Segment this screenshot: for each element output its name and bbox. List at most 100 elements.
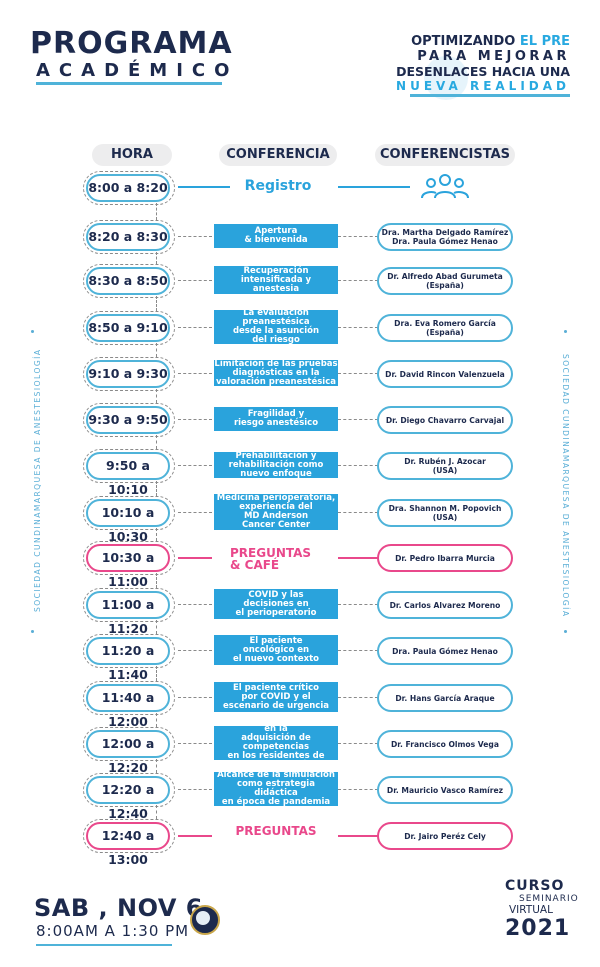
connector-line-left-pink [178,557,212,559]
time-connector [156,759,157,773]
speaker-name: Dr. Rubén J. Azocar(USA) [377,452,513,480]
connector-line-right [338,512,378,513]
column-header-conferencia: CONFERENCIA [219,144,337,166]
session-title-line: rehabilitación como [228,459,324,470]
time-frame [83,634,175,668]
connector-line-left [178,419,212,420]
session-title-line: Recuperación [243,265,309,276]
connector-line-left [178,373,212,374]
course-label: CURSO [505,878,565,894]
connector-line-left [178,465,212,466]
time-connector [156,666,157,681]
virtual-label: VIRTUAL [509,904,553,916]
speaker-name: Dra. Eva Romero García(España) [377,314,513,342]
session-time: 8:30 a 8:50 [86,267,170,295]
speaker-line: (España) [426,281,464,290]
session-title-line: por COVID y el [241,691,311,702]
time-frame [83,403,175,437]
session-time: 10:30 a 11:00 [86,544,170,589]
time-frame [83,311,175,345]
speaker-line: Dr. Carlos Alvarez Moreno [389,600,501,610]
course-badge: CURSO SEMINARIO VIRTUAL 2021 [505,878,578,941]
session-title-line: decisiones en [243,598,309,609]
speaker-line: Dra. Eva Romero García [394,319,496,328]
program-subtitle: ACADÉMICO [36,60,239,81]
tagline-line4: NUEVA REALIDAD [396,79,570,93]
speaker-line: Dr. Jairo Peréz Cely [404,831,486,841]
session-title-line: anestesiología [241,760,311,770]
connector-line-left [178,280,212,281]
time-frame [83,449,175,483]
time-connector [156,573,157,588]
session-time: 8:20 a 8:30 [86,223,170,251]
session-time: 9:30 a 9:50 [86,406,170,434]
session-title-line: desde la asunción [232,326,320,336]
connector-line-right [338,697,378,698]
connector-line-left [178,236,212,237]
title-underline [36,82,222,85]
connector-line-left [178,604,212,605]
registro-label: Registro [244,178,312,194]
session-title-line: Fragilidad y [247,409,305,419]
session-title-line: el perioperatorio [235,607,317,618]
time-frame [83,357,175,391]
speaker-text: Dr. Pedro Ibarra Murcia [395,554,495,563]
session-time: 11:00 a 11:20 [86,591,170,636]
course-year: 2021 [505,916,571,941]
speaker-text: Dr. Mauricio Vasco Ramírez [387,786,503,795]
speaker-line: (USA) [432,466,458,475]
session-time: 10:10 a 10:30 [86,499,170,544]
session-title-line: del riesgo [252,335,300,345]
connector-line-right-pink [338,835,378,837]
speaker-line: (USA) [432,513,458,522]
session-title: PREGUNTAS [214,825,338,837]
connector-line-right [338,236,378,237]
tagline-underline [410,94,570,97]
session-title-line: Apertura [254,226,298,236]
session-title-line: Alcance de la simulación [217,770,335,780]
speaker-line: Dr. David Rincon Valenzuela [385,369,505,379]
session-time: 12:40 a 13:00 [86,822,170,867]
speaker-name: Dr. Pedro Ibarra Murcia [377,544,513,572]
registro-time-frame [83,171,175,205]
time-frame [83,496,175,530]
connector-line-right-pink [338,557,378,559]
time-connector [156,435,157,449]
session-title-line: el nuevo contexto [233,653,319,664]
session-title-line: El paciente crítico [232,682,320,693]
session-title-line: experiencia del [239,502,313,512]
session-title-line: Limitación de las pruebas [214,358,338,369]
time-frame [83,681,175,715]
speaker-text: Dr. Diego Chavarro Carvajal [386,416,504,425]
time-frame [83,727,175,761]
session-title-line: como estrategia didáctica [237,779,315,798]
speaker-name: Dr. Mauricio Vasco Ramírez [377,776,513,804]
connector-line-right [338,327,378,328]
time-connector [156,713,157,727]
society-seal-center [196,911,210,925]
speaker-text: Dr. Carlos Alvarez Moreno [390,601,501,610]
connector-line-left [178,743,212,744]
session-title-line: MD Anderson [243,511,309,521]
connector-line-left-pink [178,835,212,837]
time-frame [83,819,175,853]
session-title: PREGUNTAS& CAFÉ [214,547,338,571]
session-title-line: preanestésica [242,317,310,327]
side-dot-right-bottom [564,630,567,633]
session-title-line: & bienvenida [244,235,308,245]
time-connector [156,528,157,541]
tagline-line2: PARA MEJORAR [417,49,570,64]
event-time: 8:00AM A 1:30 PM [36,922,190,940]
speaker-line: Dr. Pedro Ibarra Murcia [395,553,495,563]
connector-line-left [178,512,212,513]
